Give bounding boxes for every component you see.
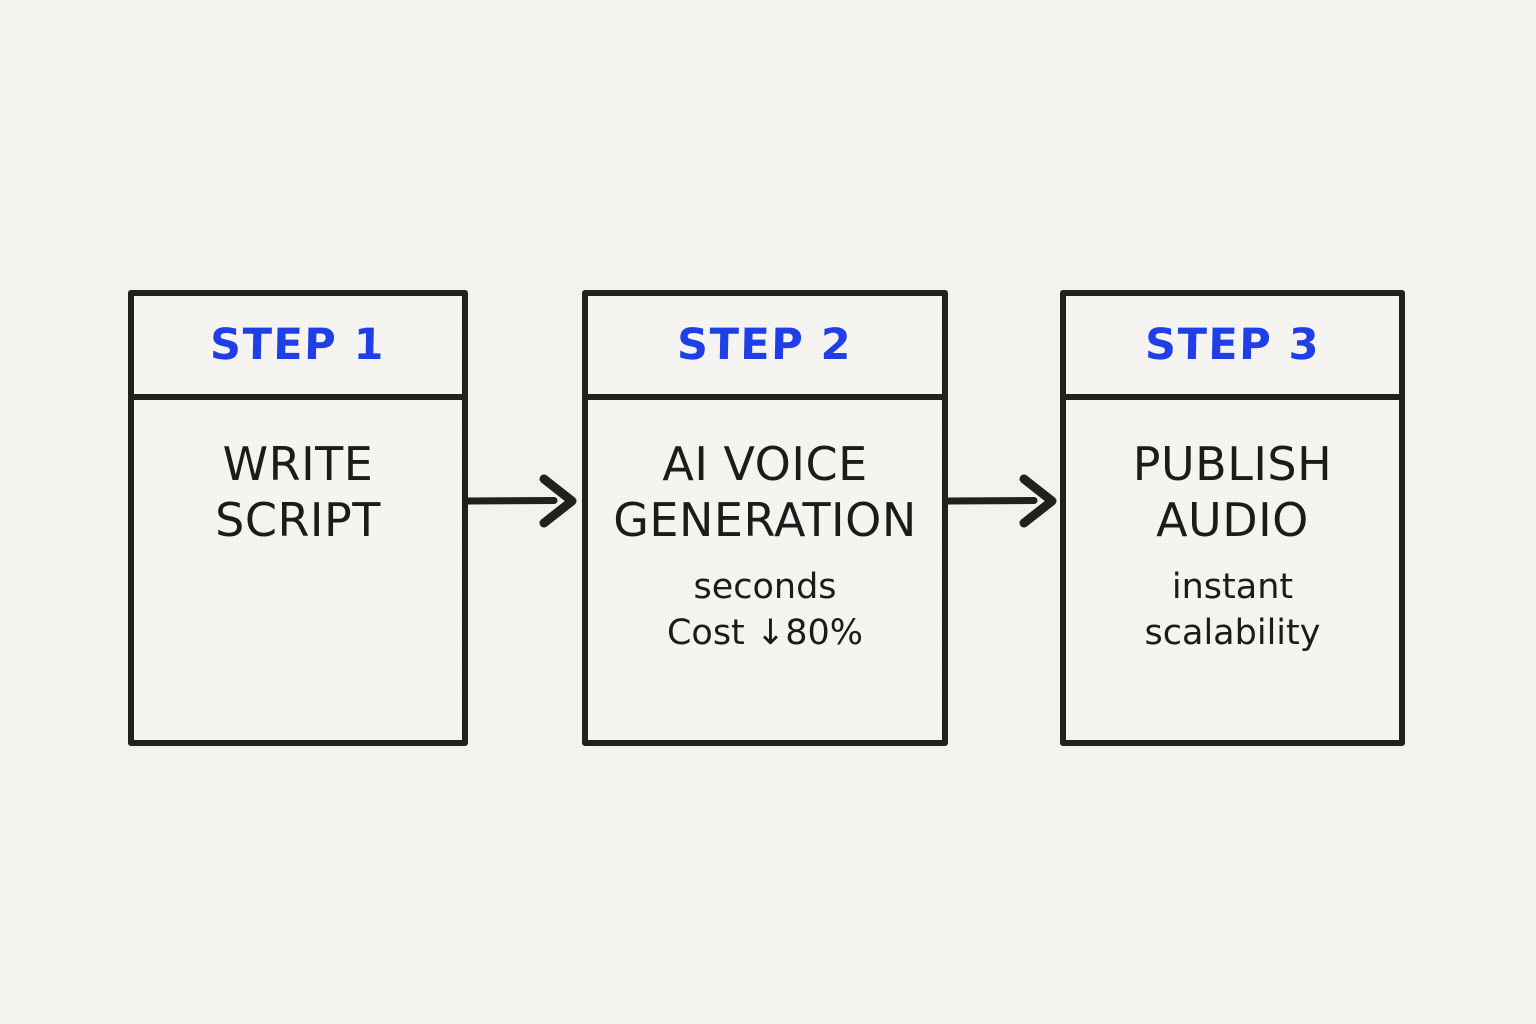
step-2-header: STEP 2 [588, 296, 942, 400]
step-3-body: PUBLISH AUDIO instant scalability [1066, 400, 1399, 740]
step-3-subtext: instant scalability [1144, 567, 1321, 654]
step-box-2[interactable]: STEP 2 AI VOICE GENERATION seconds Cost … [582, 290, 948, 746]
step-box-3[interactable]: STEP 3 PUBLISH AUDIO instant scalability [1060, 290, 1405, 746]
arrow-step1-to-step2 [462, 474, 577, 528]
step-1-title: WRITE SCRIPT [215, 437, 381, 548]
step-2-body: AI VOICE GENERATION seconds Cost ↓80% [588, 400, 942, 740]
step-3-title: PUBLISH AUDIO [1132, 437, 1333, 548]
step-1-label: STEP 1 [209, 320, 387, 370]
step-2-subtext: seconds Cost ↓80% [666, 567, 864, 654]
arrow-step2-to-step3 [942, 474, 1057, 528]
step-3-header: STEP 3 [1066, 296, 1399, 400]
step-3-label: STEP 3 [1144, 320, 1321, 370]
step-2-title: AI VOICE GENERATION [613, 437, 917, 548]
step-box-1[interactable]: STEP 1 WRITE SCRIPT [128, 290, 468, 746]
step-1-header: STEP 1 [134, 296, 462, 400]
step-2-label: STEP 2 [676, 320, 854, 370]
step-1-body: WRITE SCRIPT [134, 400, 462, 740]
